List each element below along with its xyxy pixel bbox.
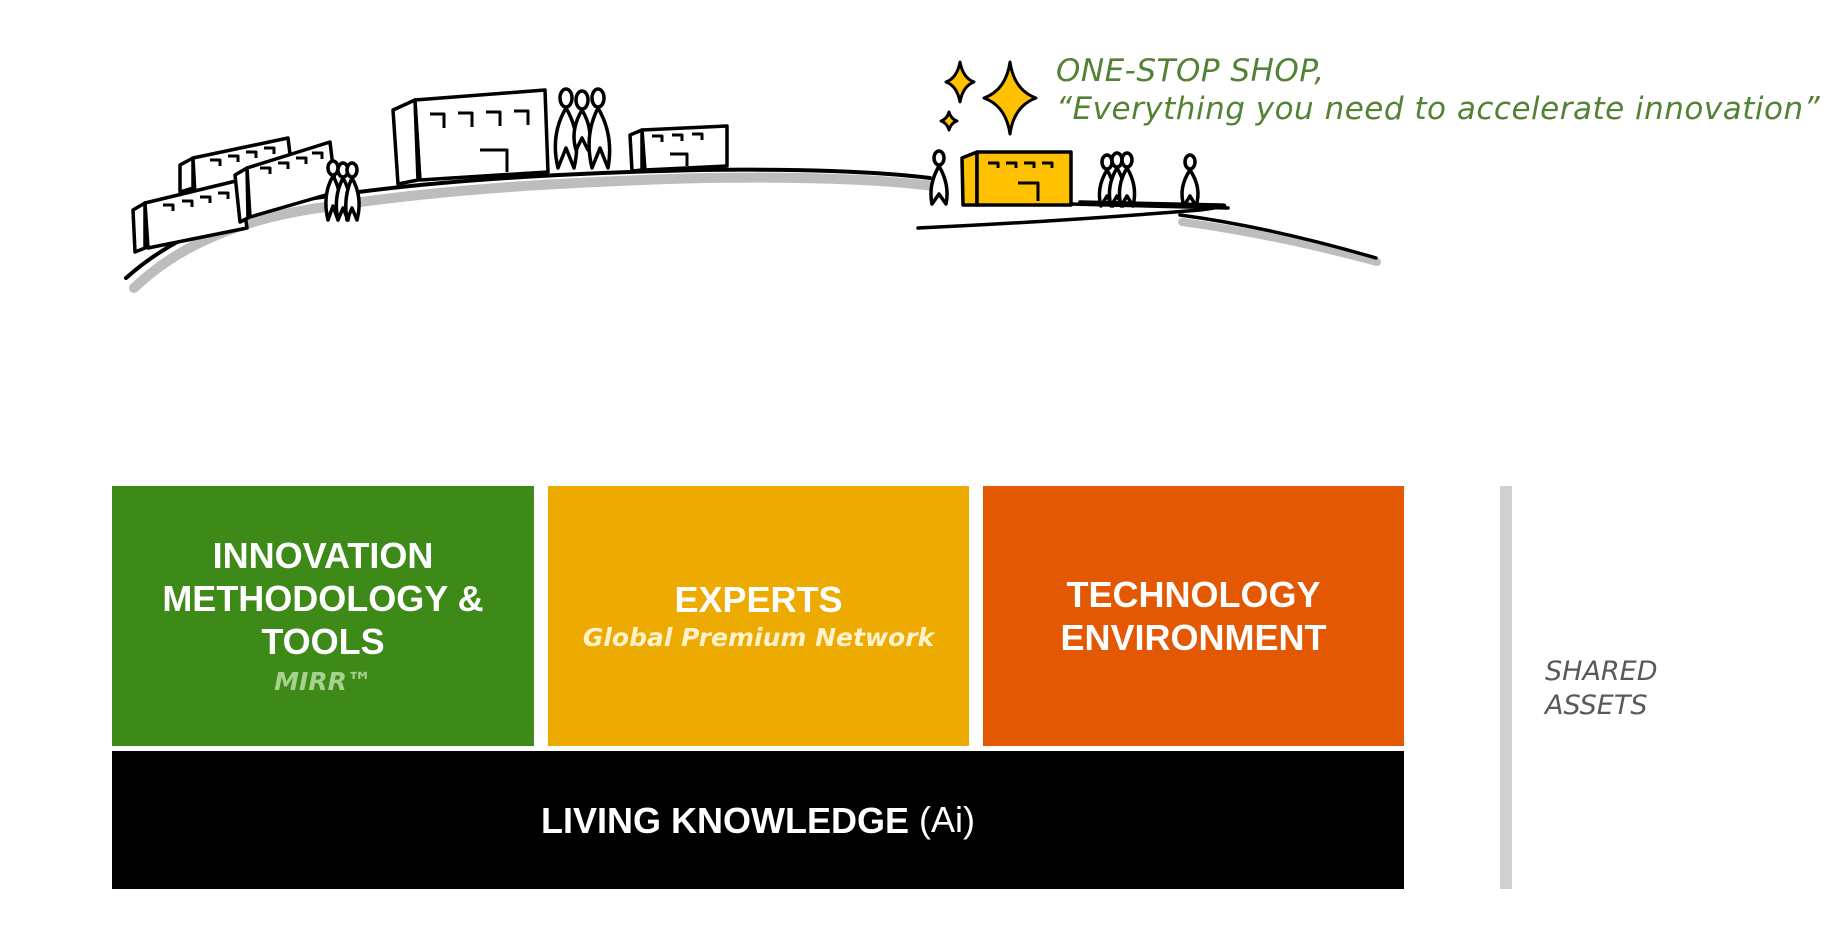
technology-title: TECHNOLOGY ENVIRONMENT [1060,574,1327,658]
living-knowledge-block: LIVING KNOWLEDGE (Ai) [112,751,1404,889]
shared-assets-line1: SHARED [1545,656,1658,687]
highlighted-shop-building-icon [960,150,1073,207]
tagline-quote: “Everything you need to accelerate innov… [1056,91,1821,127]
living-knowledge-title: LIVING KNOWLEDGE [541,799,909,841]
tagline-heading: ONE-STOP SHOP, [1056,53,1325,89]
shared-assets-label: SHARED ASSETS [1545,655,1658,723]
buildings-icon [131,88,729,254]
methodology-block: INNOVATION METHODOLOGY & TOOLS MIRR™ [112,486,534,746]
methodology-title: INNOVATION METHODOLOGY & TOOLS [162,534,484,662]
experts-subtitle: Global Premium Network [582,622,935,652]
tagline: ONE-STOP SHOP, “Everything you need to a… [1056,52,1820,128]
city-landscape-illustration [124,60,1381,293]
living-knowledge-suffix: (Ai) [919,799,975,840]
methodology-subtitle: MIRR™ [274,666,372,696]
experts-block: EXPERTS Global Premium Network [548,486,969,746]
sparkle-stars-icon [939,60,1038,136]
shared-assets-line2: ASSETS [1545,690,1648,721]
shared-assets-divider [1500,486,1512,889]
people-group-icon [324,87,1200,222]
technology-block: TECHNOLOGY ENVIRONMENT [983,486,1404,746]
experts-title: EXPERTS [674,578,843,620]
